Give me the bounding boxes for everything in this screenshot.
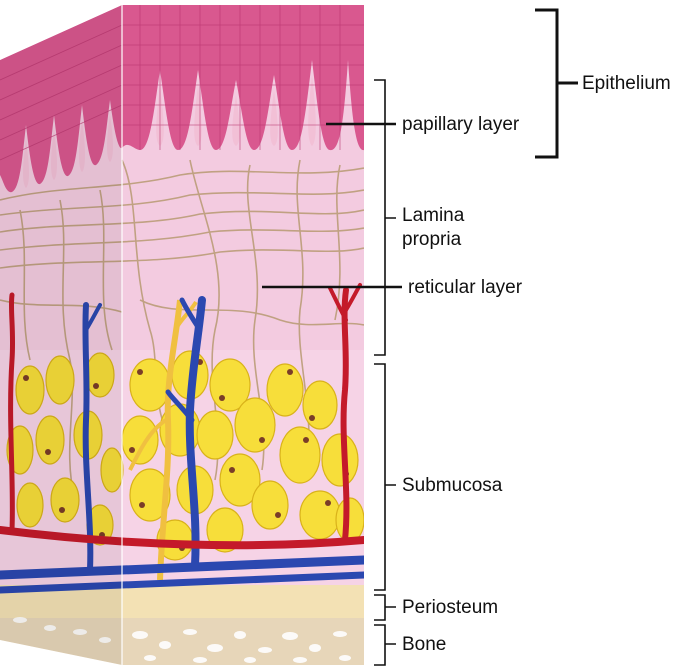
block-side-shade <box>0 5 122 665</box>
nerve <box>157 299 183 581</box>
epithelial-cells <box>0 5 364 161</box>
arteries <box>0 283 364 550</box>
label-epithelium: Epithelium <box>582 73 671 94</box>
label-lamina-propria: Lamina propria <box>402 205 465 250</box>
label-papillary-layer: papillary layer <box>402 114 520 135</box>
lamina-propria-bracket <box>374 79 396 356</box>
veins <box>0 296 364 594</box>
bone-bracket <box>374 624 396 666</box>
collagen-fibers <box>0 159 364 501</box>
submucosa-bracket <box>374 363 396 591</box>
label-periosteum: Periosteum <box>402 597 499 618</box>
epithelium-bracket <box>535 8 578 159</box>
label-reticular-layer: reticular layer <box>408 277 523 298</box>
periosteum-bracket <box>374 594 396 621</box>
bone-trabeculae <box>13 617 351 663</box>
label-bone: Bone <box>402 634 447 655</box>
tissue-block <box>0 5 364 665</box>
label-submucosa: Submucosa <box>402 475 503 496</box>
epithelium-layer <box>0 5 364 193</box>
